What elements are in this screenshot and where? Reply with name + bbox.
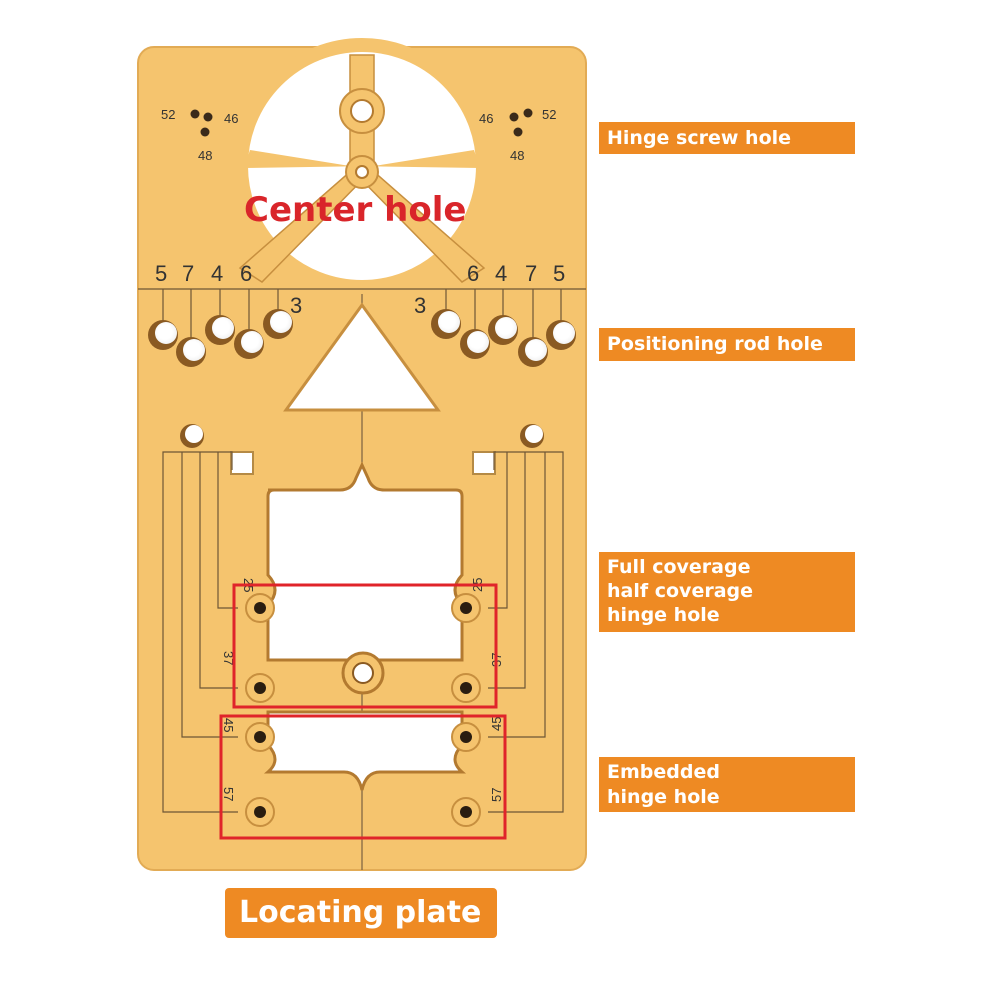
hinge-mark: 45 [489, 717, 504, 731]
hinge-mark: 45 [221, 718, 236, 732]
lower-window [263, 710, 467, 791]
full-coverage-line-3: hinge hole [607, 604, 720, 626]
hinge-marks-left: 25 37 45 57 [221, 578, 256, 801]
rod-mark: 3 [414, 293, 426, 318]
rod-mark: 5 [553, 261, 565, 286]
rod-mark: 3 [290, 293, 302, 318]
screw-mark: 46 [479, 111, 493, 126]
screw-mark: 48 [510, 148, 524, 163]
embedded-hinge-label: Embedded hinge hole [599, 757, 855, 812]
rod-mark: 4 [211, 261, 223, 286]
hinge-mark: 57 [221, 787, 236, 801]
rod-holes-right: 3 6 4 7 5 [414, 261, 576, 367]
screw-mark: 52 [542, 107, 556, 122]
embedded-highlight [219, 714, 507, 840]
side-holes [180, 424, 544, 475]
full-coverage-line-1: Full coverage [607, 556, 751, 578]
bottom-center-hub [341, 651, 385, 695]
rod-mark: 7 [182, 261, 194, 286]
center-hole-label: Center hole [244, 190, 467, 230]
positioning-rod-hole-text: Positioning rod hole [607, 333, 823, 355]
full-coverage-line-2: half coverage [607, 580, 754, 602]
screw-mark: 48 [198, 148, 212, 163]
screw-mark: 46 [224, 111, 238, 126]
rod-mark: 7 [525, 261, 537, 286]
embedded-line-1: Embedded [607, 761, 720, 783]
rod-mark: 4 [495, 261, 507, 286]
hinge-guide-lines-right [488, 451, 564, 813]
hinge-mark: 37 [221, 651, 236, 665]
upper-window [266, 461, 464, 662]
locating-plate-text: Locating plate [239, 895, 482, 930]
rod-mark: 6 [240, 261, 252, 286]
screw-hole-cluster-left: 52 46 48 [161, 107, 238, 163]
hinge-guide-lines-left [162, 451, 238, 813]
hinge-screw-hole-label: Hinge screw hole [599, 122, 855, 154]
hinge-screw-hole-text: Hinge screw hole [607, 127, 792, 149]
full-coverage-label: Full coverage half coverage hinge hole [599, 552, 855, 632]
rod-mark: 6 [467, 261, 479, 286]
full-coverage-highlight [232, 583, 498, 709]
hinge-mark: 57 [489, 788, 504, 802]
screw-mark: 52 [161, 107, 175, 122]
rod-holes-left: 5 7 4 6 3 [148, 261, 302, 367]
center-hole-window [234, 38, 490, 294]
hinge-holes [245, 593, 481, 827]
triangle-window [283, 302, 441, 412]
locating-plate-label: Locating plate [225, 888, 497, 938]
embedded-line-2: hinge hole [607, 786, 720, 808]
positioning-rod-hole-label: Positioning rod hole [599, 328, 855, 361]
rod-mark: 5 [155, 261, 167, 286]
screw-hole-cluster-right: 46 52 48 [479, 107, 556, 163]
